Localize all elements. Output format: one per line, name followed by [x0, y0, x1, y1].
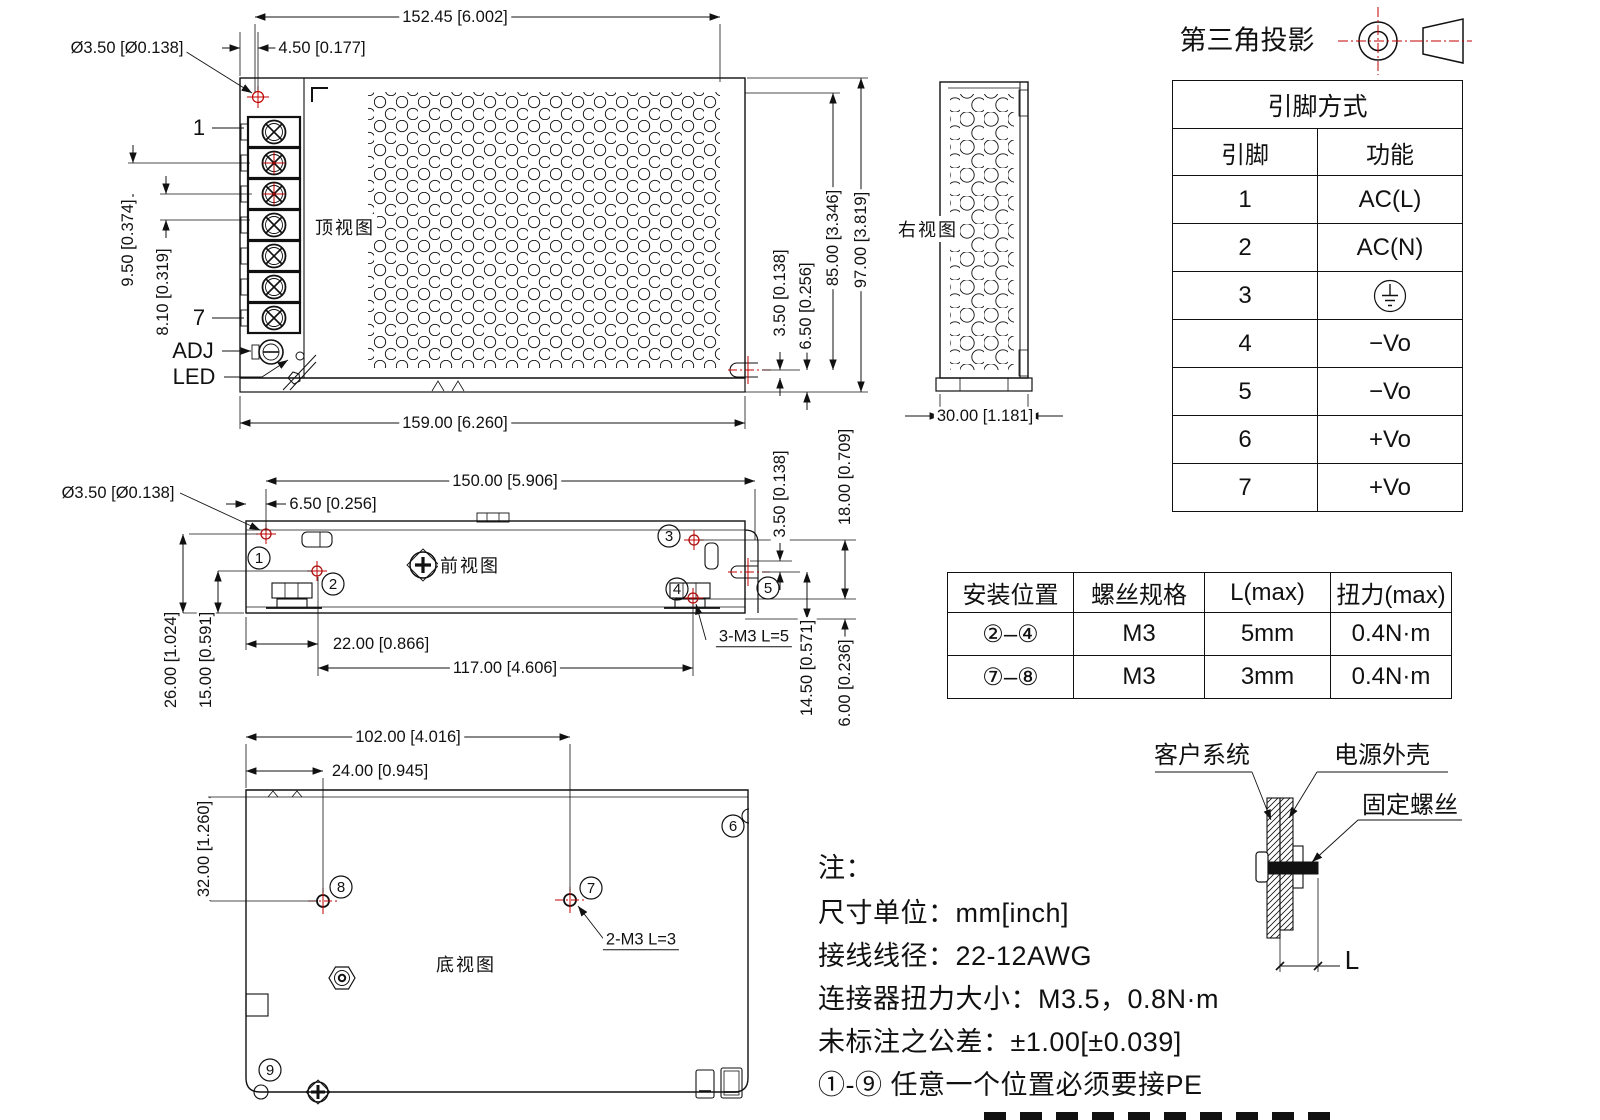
dim-hole-dia-top: Ø3.50 [Ø0.138] [67, 38, 187, 58]
right-view-title: 右视图 [896, 216, 960, 242]
dim-hole-dia-front: Ø3.50 [Ø0.138] [58, 483, 178, 503]
mount-cell: M3 [1073, 655, 1205, 699]
note-tolerance: 未标注之公差：±1.00[±0.039] [818, 1027, 1182, 1057]
balloon-6: 6 [729, 818, 737, 835]
func-cell: +Vo [1317, 415, 1463, 464]
dim-97-00: 97.00 [3.819] [851, 188, 871, 292]
pin-cell: 3 [1172, 271, 1318, 320]
mount-cell: M3 [1073, 612, 1205, 656]
dim-15-00: 15.00 [0.591] [196, 608, 216, 712]
mounting-detail [1155, 771, 1462, 972]
pin-cell: 1 [1172, 175, 1318, 224]
front-view-title: 前视图 [438, 552, 502, 578]
func-cell: AC(L) [1317, 175, 1463, 224]
projection-label: 第三角投影 [1179, 25, 1315, 56]
mount-header: 螺丝规格 [1073, 572, 1205, 613]
pin-1-label: 1 [189, 116, 209, 140]
dim-22-00: 22.00 [0.866] [329, 634, 433, 654]
dim-6-50-front: 6.50 [0.256] [286, 494, 380, 514]
mount-cell: 3mm [1204, 655, 1331, 699]
dim-102-00: 102.00 [4.016] [352, 727, 464, 747]
mount-cell: ②–④ [947, 612, 1074, 656]
bottom-view-dimensions [206, 733, 610, 947]
pin-cell: 6 [1172, 415, 1318, 464]
balloon-7: 7 [587, 880, 595, 897]
dim-152-45: 152.45 [6.002] [399, 7, 511, 27]
note-torque: 连接器扭力大小：M3.5，0.8N·m [818, 984, 1220, 1014]
detail-customer-label: 客户系统 [1154, 742, 1250, 769]
callout-3-m3: 3-M3 L=5 [715, 627, 793, 647]
dim-85-00: 85.00 [3.346] [823, 186, 843, 290]
dim-26-00: 26.00 [1.024] [161, 608, 181, 712]
dim-24-00: 24.00 [0.945] [328, 761, 432, 781]
balloon-1: 1 [255, 550, 263, 567]
balloon-9: 9 [266, 1062, 274, 1079]
top-view-dimensions [128, 13, 868, 429]
dim-159-00: 159.00 [6.260] [399, 413, 511, 433]
protective-earth-icon [1373, 279, 1407, 312]
func-cell: +Vo [1317, 463, 1463, 512]
mount-header: L(max) [1204, 572, 1331, 613]
cropped-text-artifact [984, 1112, 1332, 1120]
callout-2-m3: 2-M3 L=3 [602, 930, 680, 950]
balloon-4: 4 [673, 581, 681, 598]
mount-cell: 5mm [1204, 612, 1331, 656]
detail-l-label: L [1344, 945, 1360, 975]
note-pe: ①-⑨ 任意一个位置必须要接PE [818, 1070, 1203, 1100]
dim-6-00: 6.00 [0.236] [835, 636, 855, 730]
pin-cell: 5 [1172, 367, 1318, 416]
dim-8-10: 8.10 [0.319] [153, 245, 173, 339]
dim-150-00: 150.00 [5.906] [449, 471, 561, 491]
dim-14-50: 14.50 [0.571] [797, 616, 817, 720]
dim-3-50-front: 3.50 [0.138] [770, 447, 790, 541]
dim-30-00: 30.00 [1.181] [933, 406, 1037, 426]
mount-cell: ⑦–⑧ [947, 655, 1074, 699]
top-view-title: 顶视图 [313, 214, 377, 240]
detail-screw-label: 固定螺丝 [1362, 792, 1458, 819]
led-label: LED [169, 365, 219, 389]
pin-col-header: 引脚 [1172, 128, 1318, 176]
dim-9-50: 9.50 [0.374] [118, 196, 138, 290]
pin-cell: 4 [1172, 319, 1318, 368]
mount-header: 安装位置 [947, 572, 1074, 613]
dim-4-50: 4.50 [0.177] [275, 38, 369, 58]
balloon-2: 2 [329, 576, 337, 593]
func-cell: −Vo [1317, 367, 1463, 416]
pin-function-table: 引脚方式 引脚 功能 1 AC(L) 2 AC(N) 3 4 −Vo 5 −Vo… [1172, 80, 1463, 512]
balloon-3: 3 [665, 528, 673, 545]
mounting-screw-table: 安装位置 螺丝规格 L(max) 扭力(max) ②–④ M3 5mm 0.4N… [947, 572, 1452, 699]
right-view [905, 81, 1063, 422]
front-view: 1 2 3 4 5 [245, 512, 780, 614]
note-wire: 接线线径：22-12AWG [818, 941, 1093, 971]
dim-117-00: 117.00 [4.606] [449, 658, 561, 678]
pin-cell: 2 [1172, 223, 1318, 272]
adj-label: ADJ [169, 339, 217, 363]
func-cell: AC(N) [1317, 223, 1463, 272]
func-cell [1317, 271, 1463, 320]
mount-cell: 0.4N·m [1330, 655, 1452, 699]
balloon-5: 5 [764, 580, 772, 597]
pin-7-label: 7 [189, 306, 209, 330]
dim-18-00: 18.00 [0.709] [835, 425, 855, 529]
pin-cell: 7 [1172, 463, 1318, 512]
notes-title: 注： [818, 853, 873, 883]
balloon-8: 8 [337, 879, 345, 896]
note-units: 尺寸单位：mm[inch] [818, 898, 1070, 928]
bottom-view-title: 底视图 [434, 951, 498, 977]
pin-table-title: 引脚方式 [1172, 80, 1463, 129]
dim-6-50-top: 6.50 [0.256] [796, 259, 816, 353]
dim-32-00: 32.00 [1.260] [194, 797, 214, 901]
mount-cell: 0.4N·m [1330, 612, 1452, 656]
dim-3-50-top: 3.50 [0.138] [770, 246, 790, 340]
mount-header: 扭力(max) [1330, 572, 1452, 613]
top-view [239, 77, 772, 393]
func-cell: −Vo [1317, 319, 1463, 368]
func-col-header: 功能 [1317, 128, 1463, 176]
third-angle-projection-icon [1338, 7, 1472, 75]
detail-case-label: 电源外壳 [1334, 742, 1430, 769]
